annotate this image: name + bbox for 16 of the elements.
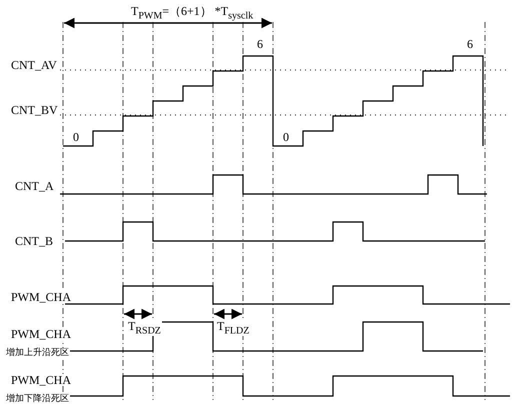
signal-note: 增加下降沿死区 bbox=[5, 394, 70, 402]
signal-name: PWM_CHA bbox=[10, 374, 72, 386]
duration-label: T$_{RSDZ}$ bbox=[127, 320, 162, 336]
period-formula: T$_{PWM}$=（6+1） *T$_{sysclk}$ bbox=[130, 5, 254, 22]
signal-name: PWM_CHA bbox=[10, 291, 72, 303]
signal-name: CNT_BV bbox=[10, 104, 59, 116]
signal-note: 增加上升沿死区 bbox=[5, 348, 70, 356]
value-label: 6 bbox=[466, 38, 474, 50]
value-label: 0 bbox=[72, 131, 80, 143]
value-label: 0 bbox=[282, 131, 290, 143]
signal-name: CNT_AV bbox=[10, 59, 58, 71]
signal-name: PWM_CHA bbox=[10, 328, 72, 340]
signal-name: CNT_B bbox=[14, 235, 54, 247]
value-label: 6 bbox=[256, 38, 264, 50]
duration-label: T$_{FLDZ}$ bbox=[216, 320, 250, 336]
signal-name: CNT_A bbox=[14, 180, 55, 192]
